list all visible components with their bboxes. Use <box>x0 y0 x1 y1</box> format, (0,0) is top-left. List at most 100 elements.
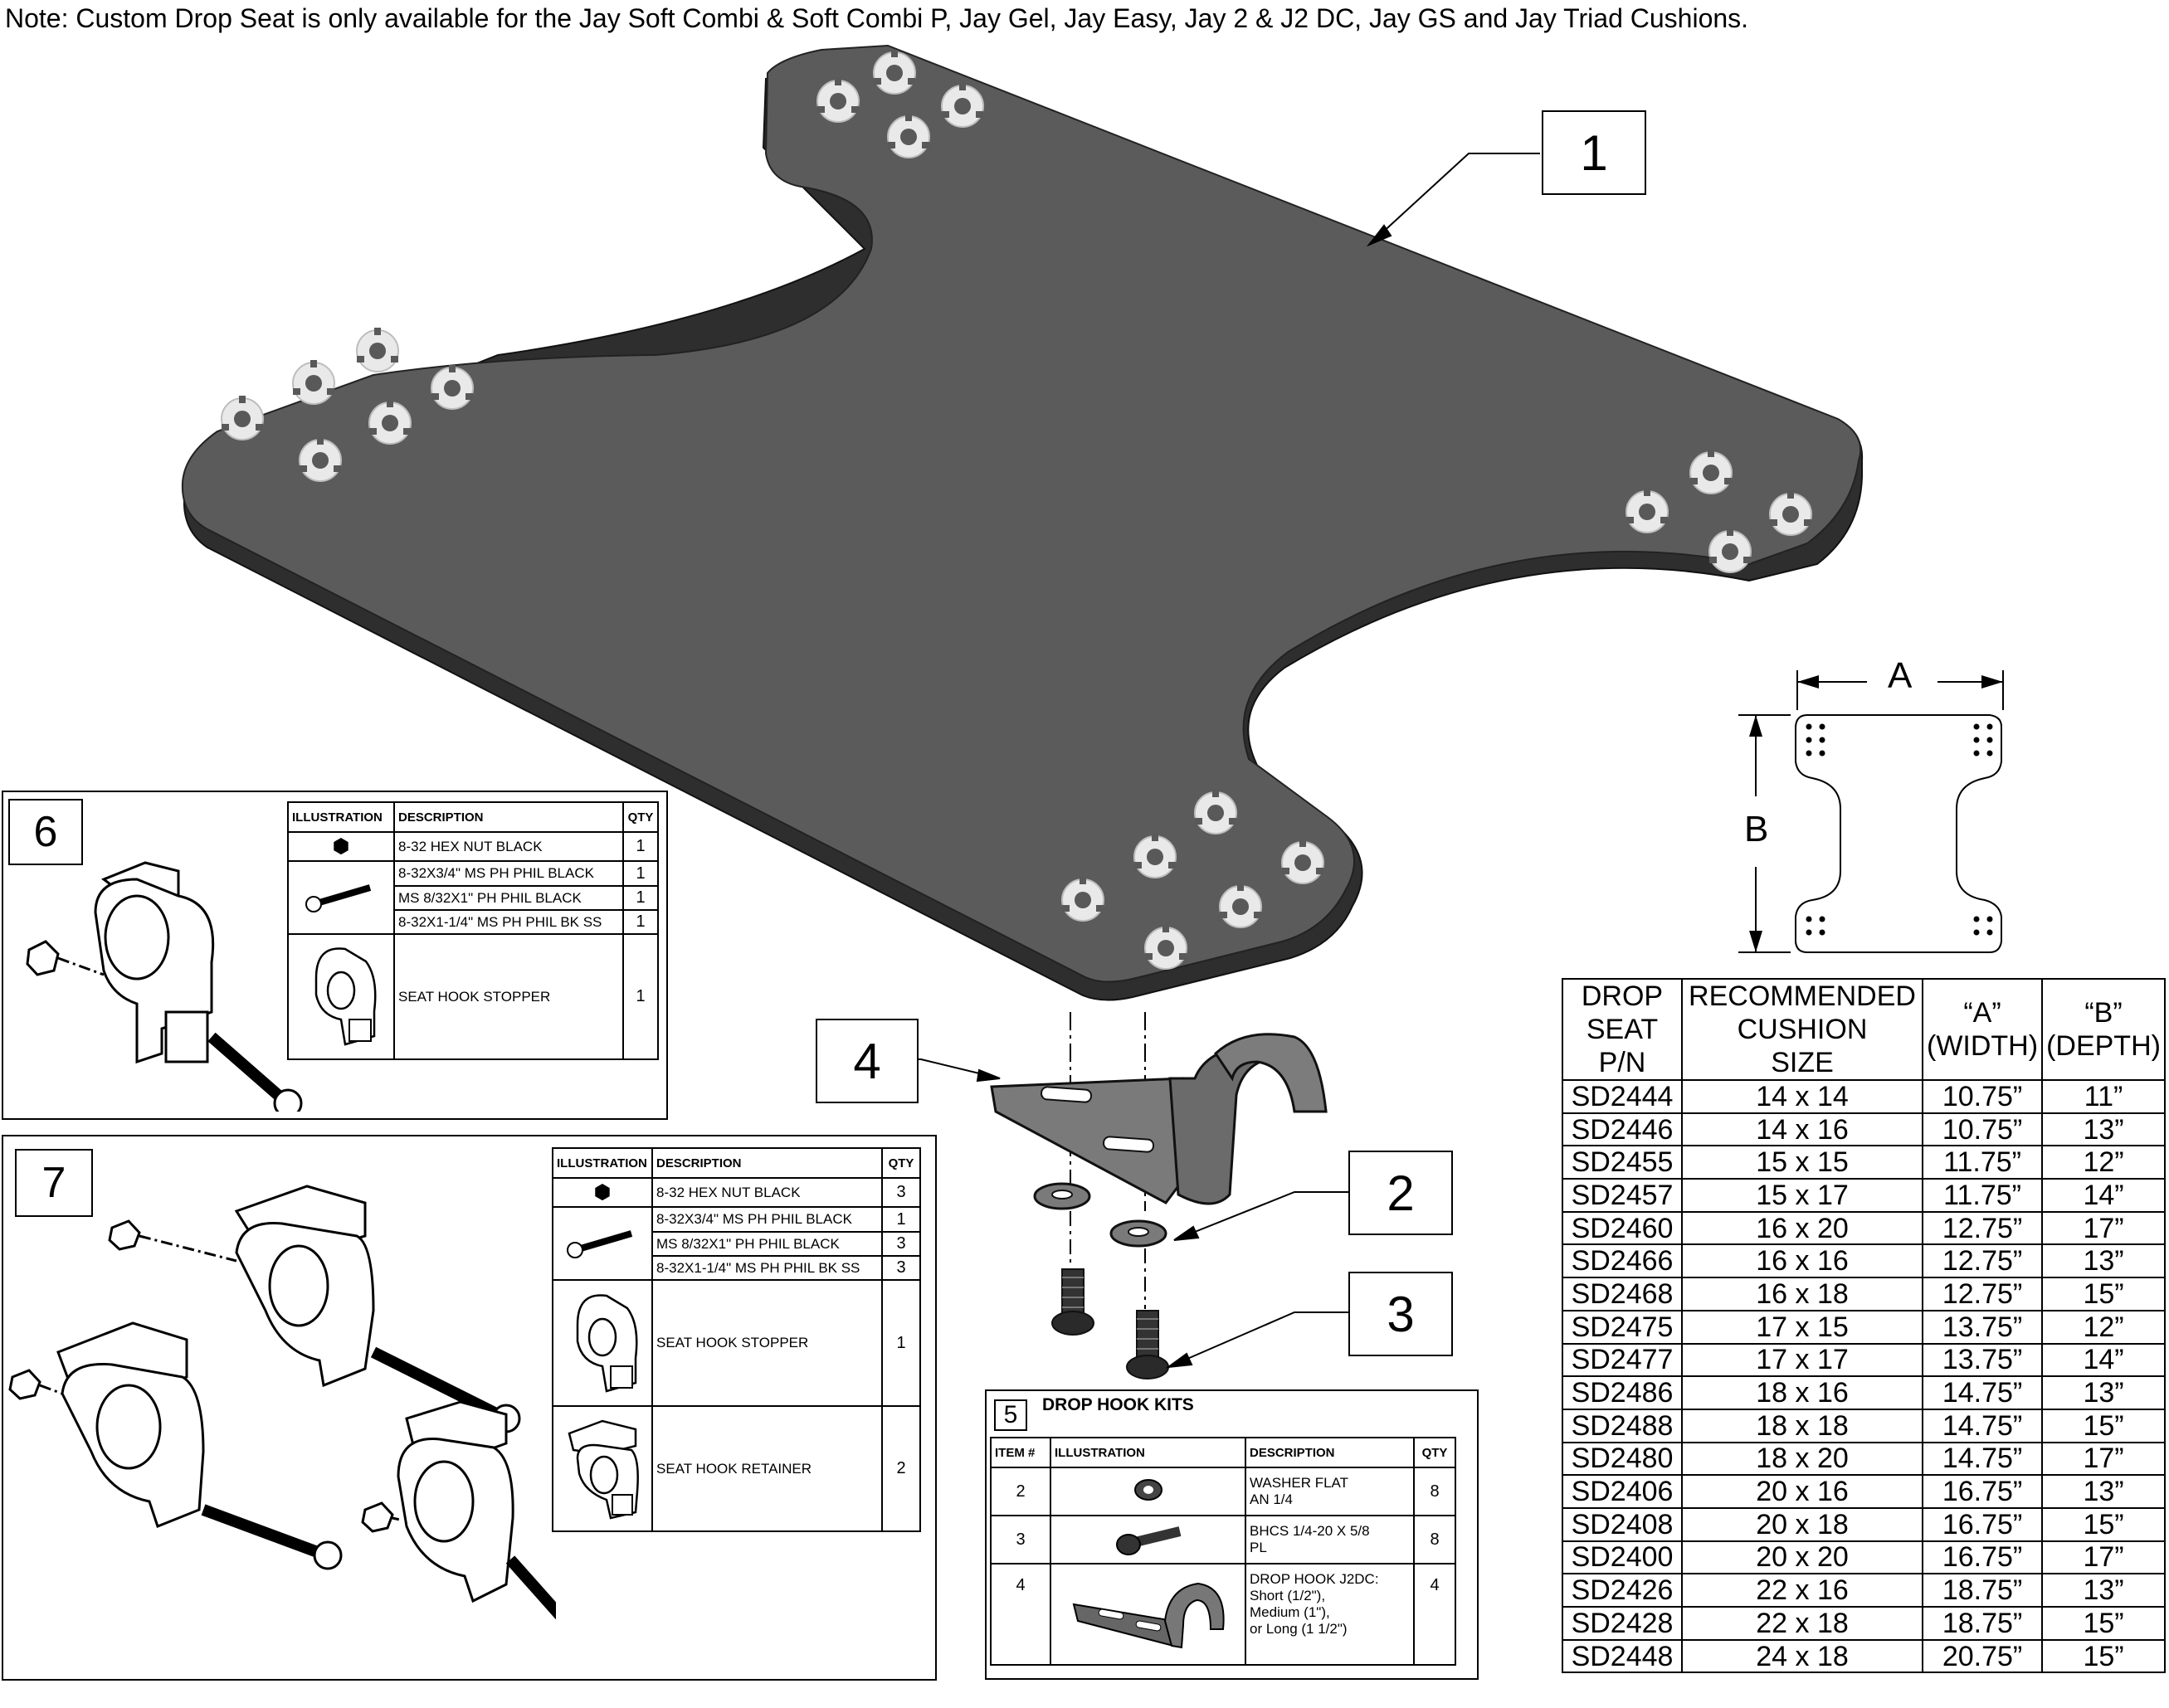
kit7-row-desc: 8-32X1-1/4" MS PH PHIL BK SS <box>651 1255 883 1281</box>
header-line: “B” <box>2084 997 2123 1029</box>
kit6-header-illustration: ILLUSTRATION <box>287 801 395 833</box>
kit5-row-qty: 4 <box>1413 1563 1456 1666</box>
cushion-size-cell: 22 x 16 <box>1681 1573 1923 1608</box>
part-number-cell: SD2468 <box>1562 1277 1683 1311</box>
kit-6-number: 6 <box>8 799 83 865</box>
width-a-cell: 18.75” <box>1921 1573 2044 1608</box>
cushion-size-cell: 20 x 16 <box>1681 1474 1923 1509</box>
kit7-header-illustration: ILLUSTRATION <box>552 1147 653 1179</box>
width-a-cell: 12.75” <box>1921 1210 2044 1246</box>
kit7-row-qty: 3 <box>881 1177 921 1208</box>
kit5-header-illustration: ILLUSTRATION <box>1050 1437 1246 1468</box>
cushion-size-cell: 17 x 17 <box>1681 1342 1923 1378</box>
part-number-cell: SD2446 <box>1562 1112 1683 1147</box>
seat-hook-retainer-icon <box>568 1419 639 1520</box>
kit5-row-qty: 8 <box>1413 1515 1456 1564</box>
cushion-size-cell: 22 x 18 <box>1681 1606 1923 1641</box>
bolt-left <box>1051 1268 1094 1336</box>
part-number-cell: SD2460 <box>1562 1210 1683 1246</box>
width-a-cell: 11.75” <box>1921 1178 2044 1213</box>
bolt-icon <box>1115 1526 1181 1555</box>
washer-icon <box>1133 1478 1162 1501</box>
drop-seat-size-table: DROP SEAT P/N RECOMMENDED CUSHION SIZE “… <box>1562 978 2166 1674</box>
size-table-header-cushion: RECOMMENDED CUSHION SIZE <box>1681 978 1923 1081</box>
washer-left <box>1033 1182 1091 1210</box>
kit6-header-description: DESCRIPTION <box>393 801 624 833</box>
width-a-cell: 16.75” <box>1921 1474 2044 1509</box>
kit6-row-desc: 8-32X3/4" MS PH PHIL BLACK <box>393 860 624 887</box>
header-line: P/N <box>1598 1047 1646 1078</box>
kit7-row-qty: 2 <box>881 1405 921 1532</box>
width-a-cell: 13.75” <box>1921 1342 2044 1378</box>
kit-6-illustration <box>26 861 303 1112</box>
kit7-row-desc: 8-32X3/4" MS PH PHIL BLACK <box>651 1206 883 1233</box>
width-a-cell: 12.75” <box>1921 1243 2044 1279</box>
kit5-header-qty: QTY <box>1413 1437 1456 1468</box>
depth-b-cell: 13” <box>2041 1573 2166 1608</box>
kit5-row-desc-line: BHCS 1/4-20 X 5/8 <box>1250 1523 1370 1539</box>
depth-b-cell: 12” <box>2041 1309 2166 1345</box>
kit-6-table: ILLUSTRATION DESCRIPTION QTY ⬢ 8-32 HEX … <box>287 801 659 1060</box>
cushion-size-cell: 20 x 18 <box>1681 1506 1923 1542</box>
header-line: “A” <box>1963 997 2001 1029</box>
part-number-cell: SD2426 <box>1562 1573 1683 1608</box>
kit6-row-desc: MS 8/32X1" PH PHIL BLACK <box>393 885 624 911</box>
kit-7-table: ILLUSTRATION DESCRIPTION QTY ⬢ 8-32 HEX … <box>552 1147 921 1532</box>
header-line: (WIDTH) <box>1927 1030 2039 1062</box>
part-number-cell: SD2455 <box>1562 1145 1683 1180</box>
width-a-cell: 14.75” <box>1921 1408 2044 1443</box>
kit-5-number: 5 <box>994 1399 1027 1431</box>
callout-3: 3 <box>1348 1272 1453 1356</box>
kit5-row-item: 3 <box>990 1515 1051 1564</box>
width-a-cell: 11.75” <box>1921 1145 2044 1180</box>
kit5-row-desc-line: WASHER FLAT <box>1250 1475 1349 1491</box>
cushion-size-cell: 15 x 17 <box>1681 1178 1923 1213</box>
kit6-row-qty: 1 <box>622 831 659 862</box>
depth-b-cell: 15” <box>2041 1606 2166 1641</box>
screw-icon <box>567 1229 633 1258</box>
part-number-cell: SD2486 <box>1562 1375 1683 1410</box>
cushion-size-cell: 14 x 14 <box>1681 1079 1923 1114</box>
cushion-size-cell: 18 x 18 <box>1681 1408 1923 1443</box>
width-a-cell: 20.75” <box>1921 1638 2044 1674</box>
depth-b-cell: 17” <box>2041 1540 2166 1575</box>
depth-b-cell: 15” <box>2041 1506 2166 1542</box>
header-line: DROP <box>1581 981 1664 1012</box>
kit7-row-desc: MS 8/32X1" PH PHIL BLACK <box>651 1231 883 1257</box>
width-a-cell: 10.75” <box>1921 1112 2044 1147</box>
depth-b-cell: 14” <box>2041 1342 2166 1378</box>
seat-hook-stopper-icon <box>576 1293 638 1393</box>
part-number-cell: SD2488 <box>1562 1408 1683 1443</box>
seat-hook-stopper-icon <box>314 947 377 1046</box>
kit7-row-qty: 1 <box>881 1279 921 1407</box>
kit5-header-description: DESCRIPTION <box>1245 1437 1415 1468</box>
part-number-cell: SD2406 <box>1562 1474 1683 1509</box>
depth-b-cell: 15” <box>2041 1638 2166 1674</box>
kit6-row-qty: 1 <box>622 909 659 935</box>
kit5-row-item: 2 <box>990 1467 1051 1516</box>
kit6-row-desc: SEAT HOOK STOPPER <box>393 933 624 1060</box>
bolt-right <box>1126 1310 1169 1380</box>
kit6-row-desc: 8-32 HEX NUT BLACK <box>393 831 624 862</box>
dimension-a-label: A <box>1888 655 1913 696</box>
width-a-cell: 10.75” <box>1921 1079 2044 1114</box>
cushion-size-cell: 15 x 15 <box>1681 1145 1923 1180</box>
seat-pan <box>181 44 1862 983</box>
kit7-row-qty: 1 <box>881 1206 921 1233</box>
width-a-cell: 16.75” <box>1921 1540 2044 1575</box>
cushion-size-cell: 14 x 16 <box>1681 1112 1923 1147</box>
cushion-size-cell: 16 x 20 <box>1681 1210 1923 1246</box>
kit7-row-desc: 8-32 HEX NUT BLACK <box>651 1177 883 1208</box>
kit5-header-item: ITEM # <box>990 1437 1051 1468</box>
width-a-cell: 14.75” <box>1921 1375 2044 1410</box>
width-a-cell: 13.75” <box>1921 1309 2044 1345</box>
kit7-row-qty: 3 <box>881 1255 921 1281</box>
cushion-size-cell: 16 x 16 <box>1681 1243 1923 1279</box>
